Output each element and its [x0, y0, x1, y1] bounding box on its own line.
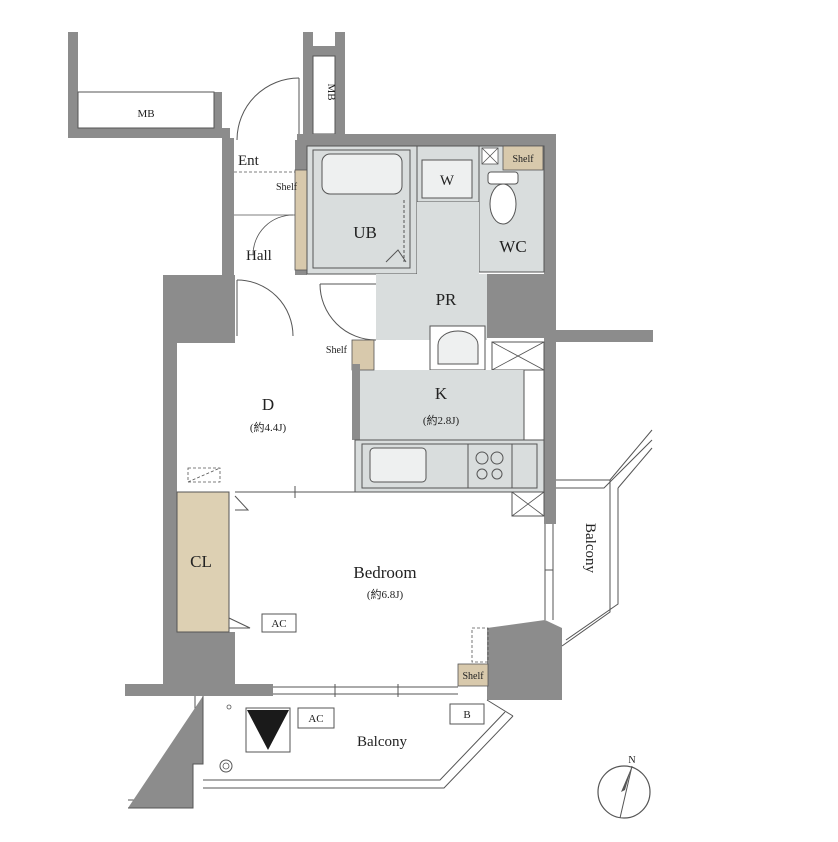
powder-room: PR	[319, 202, 487, 371]
entrance-door	[236, 77, 300, 141]
storage-box-pr	[491, 341, 545, 371]
b-label: B	[463, 709, 470, 721]
dining: D (約4.4J)	[187, 395, 287, 483]
cl-label: CL	[190, 552, 212, 571]
washer-area: W	[416, 145, 480, 203]
shelf-wc-label: Shelf	[512, 154, 534, 165]
hall-label: Hall	[246, 248, 272, 264]
pr-label: PR	[436, 290, 457, 309]
balcony-right: Balcony	[556, 429, 653, 647]
balcony-bottom-label: Balcony	[357, 734, 407, 750]
bedroom: AC Bedroom (約6.8J) Shelf	[261, 563, 489, 687]
mb-label-right: MB	[325, 83, 337, 100]
bedroom-bottom-window	[273, 684, 458, 697]
closet: CL	[176, 491, 251, 633]
balcony-bottom: AC B Balcony	[128, 696, 514, 809]
shelf-kitchen-label: Shelf	[326, 345, 348, 356]
kitchen: Shelf K (約2.8J)	[326, 339, 545, 517]
shelf-bedroom-label: Shelf	[462, 671, 484, 682]
mb-top-left-area: MB	[68, 32, 230, 138]
k-label: K	[435, 384, 448, 403]
d-area-label: (約4.4J)	[250, 420, 287, 434]
partition-d-bedroom	[234, 486, 355, 511]
k-area-label: (約2.8J)	[423, 413, 460, 427]
wc-label: WC	[499, 237, 526, 256]
entrance-hall: Ent Shelf Hall	[234, 153, 308, 337]
unit-bath: UB	[306, 145, 418, 275]
ac-balcony-label: AC	[308, 713, 323, 725]
bedroom-right-window	[544, 524, 554, 620]
mb-top-right-area: MB	[303, 32, 345, 142]
ent-label: Ent	[238, 153, 260, 169]
ac-bedroom-label: AC	[271, 618, 286, 630]
mb-label-left: MB	[137, 108, 154, 120]
w-label: W	[440, 173, 455, 189]
bedroom-area-label: (約6.8J)	[367, 587, 404, 601]
wc-area: Shelf WC	[478, 145, 545, 273]
bedroom-label: Bedroom	[353, 563, 416, 582]
north-label: N	[628, 755, 635, 766]
balcony-right-label: Balcony	[582, 523, 598, 573]
ub-label: UB	[353, 223, 377, 242]
shelf-ent-label: Shelf	[276, 182, 298, 193]
d-label: D	[262, 395, 274, 414]
outer-walls	[125, 134, 653, 700]
north-arrow: N	[597, 755, 651, 819]
